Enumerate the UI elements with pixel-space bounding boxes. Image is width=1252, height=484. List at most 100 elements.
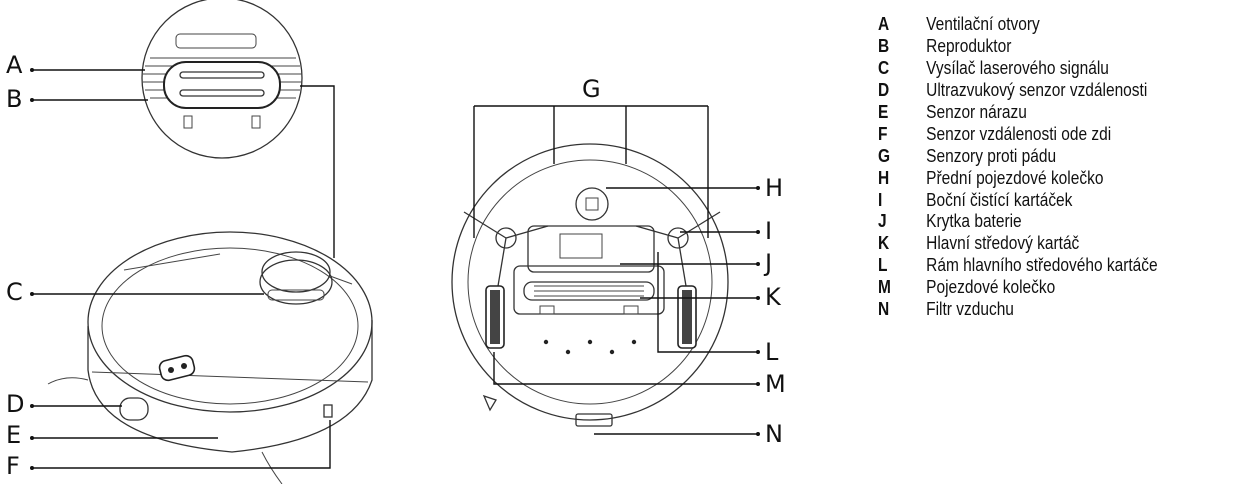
left-callout-lines <box>30 68 335 470</box>
legend-key: J <box>878 211 887 232</box>
legend-item: B Reproduktor <box>878 36 1158 58</box>
callout-b: B <box>6 85 22 113</box>
legend-text: Reproduktor <box>926 36 1012 57</box>
legend-key: A <box>878 14 890 35</box>
laser-turret-window <box>267 289 325 301</box>
drive-wheel-right-tread <box>682 290 692 344</box>
legend-item: D Ultrazvukový senzor vzdálenosti <box>878 80 1158 102</box>
side-brush-left-arm-2 <box>497 237 507 287</box>
home-button <box>181 363 187 369</box>
callout-c: C <box>6 278 23 306</box>
speaker-slot-bottom <box>179 89 265 97</box>
legend-item: I Boční čistící kartáček <box>878 189 1158 211</box>
screw-holes <box>543 339 637 355</box>
callout-g: G <box>582 75 601 103</box>
legend-text: Senzor vzdálenosti ode zdi <box>926 123 1112 144</box>
detail-zoom-circle <box>141 0 303 159</box>
legend-key: E <box>878 102 889 122</box>
brush-frame-clip-right <box>623 305 639 315</box>
legend-key: H <box>878 167 890 188</box>
bottom-outer-shell <box>451 143 729 421</box>
robot-top-inner-ring <box>101 247 359 405</box>
callout-j: J <box>763 249 772 277</box>
legend-text: Ventilační otvory <box>926 14 1040 35</box>
legend-item: N Filtr vzduchu <box>878 299 1158 321</box>
legend-text: Přední pojezdové kolečko <box>926 167 1104 188</box>
legend-item: A Ventilační otvory <box>878 14 1158 36</box>
side-brush-left-arm-1 <box>463 211 507 239</box>
callout-d: D <box>6 390 24 418</box>
legend-item: E Senzor nárazu <box>878 102 1158 124</box>
legend-text: Krytka baterie <box>926 211 1022 232</box>
legend-key: G <box>878 145 891 166</box>
legend-text: Senzor nárazu <box>926 102 1027 122</box>
side-brush-left-arm-3 <box>505 225 549 239</box>
robot-bottom-view <box>451 143 729 427</box>
side-brush-right-arm-2 <box>677 237 687 287</box>
air-filter-slot <box>575 413 613 427</box>
callout-m: M <box>765 370 786 398</box>
callout-i: I <box>765 217 772 245</box>
legend-text: Vysílač laserového signálu <box>926 58 1109 79</box>
right-callout-lines <box>493 186 760 436</box>
battery-cover-label <box>559 233 603 259</box>
main-brush-bristles <box>534 285 644 297</box>
legend-key: D <box>878 80 890 101</box>
callout-n: N <box>765 420 783 448</box>
robot-top-shell <box>87 231 373 413</box>
detail-clip-left <box>183 115 193 129</box>
side-brush-right-arm-1 <box>677 211 721 239</box>
g-callout-lines <box>473 105 709 238</box>
main-brush-frame <box>513 265 665 315</box>
legend-key: M <box>878 277 891 298</box>
callout-e: E <box>6 421 21 449</box>
legend-text: Senzory proti pádu <box>926 145 1057 166</box>
control-buttons <box>158 354 196 382</box>
detail-clip-right <box>251 115 261 129</box>
front-caster-wheel <box>575 187 609 221</box>
dust-bin-latch <box>482 394 497 412</box>
laser-turret-top <box>261 251 331 293</box>
robot-top-view <box>47 0 373 484</box>
legend-key: L <box>878 255 888 276</box>
legend-text: Ultrazvukový senzor vzdálenosti <box>926 80 1148 101</box>
callout-h: H <box>765 174 783 202</box>
bumper-seam <box>91 371 369 383</box>
legend-key: N <box>878 299 890 320</box>
bottom-inner-ring <box>467 159 713 405</box>
callout-l: L <box>765 338 779 366</box>
legend-item: G Senzory proti pádu <box>878 145 1158 167</box>
legend-key: I <box>878 189 883 210</box>
side-brush-left-hub <box>495 227 517 249</box>
power-button <box>168 367 174 373</box>
front-caster-hub <box>585 197 599 211</box>
legend-text: Rám hlavního středového kartáče <box>926 255 1158 276</box>
drive-wheel-left-tread <box>490 290 500 344</box>
legend-key: B <box>878 36 890 57</box>
legend-text: Filtr vzduchu <box>926 299 1014 320</box>
brush-frame-clip-left <box>539 305 555 315</box>
legend-key: K <box>878 233 890 254</box>
laser-turret-base <box>259 259 333 305</box>
detail-top-bar <box>175 33 257 49</box>
speaker-grille <box>163 61 281 109</box>
callout-f: F <box>6 452 20 480</box>
bumper-split-right <box>329 275 353 285</box>
callout-k: K <box>765 283 782 311</box>
side-brush-right-arm-3 <box>635 225 679 239</box>
power-cable-left <box>47 377 89 385</box>
callout-a: A <box>6 51 23 79</box>
side-brush-right-hub <box>667 227 689 249</box>
legend-item: J Krytka baterie <box>878 211 1158 233</box>
ultrasonic-sensor-window <box>119 397 149 421</box>
battery-cover <box>527 225 655 273</box>
wall-sensor-window <box>323 404 333 418</box>
legend-text: Boční čistící kartáček <box>926 189 1073 210</box>
bumper-split-left <box>123 253 221 271</box>
robot-body-side <box>87 320 373 453</box>
